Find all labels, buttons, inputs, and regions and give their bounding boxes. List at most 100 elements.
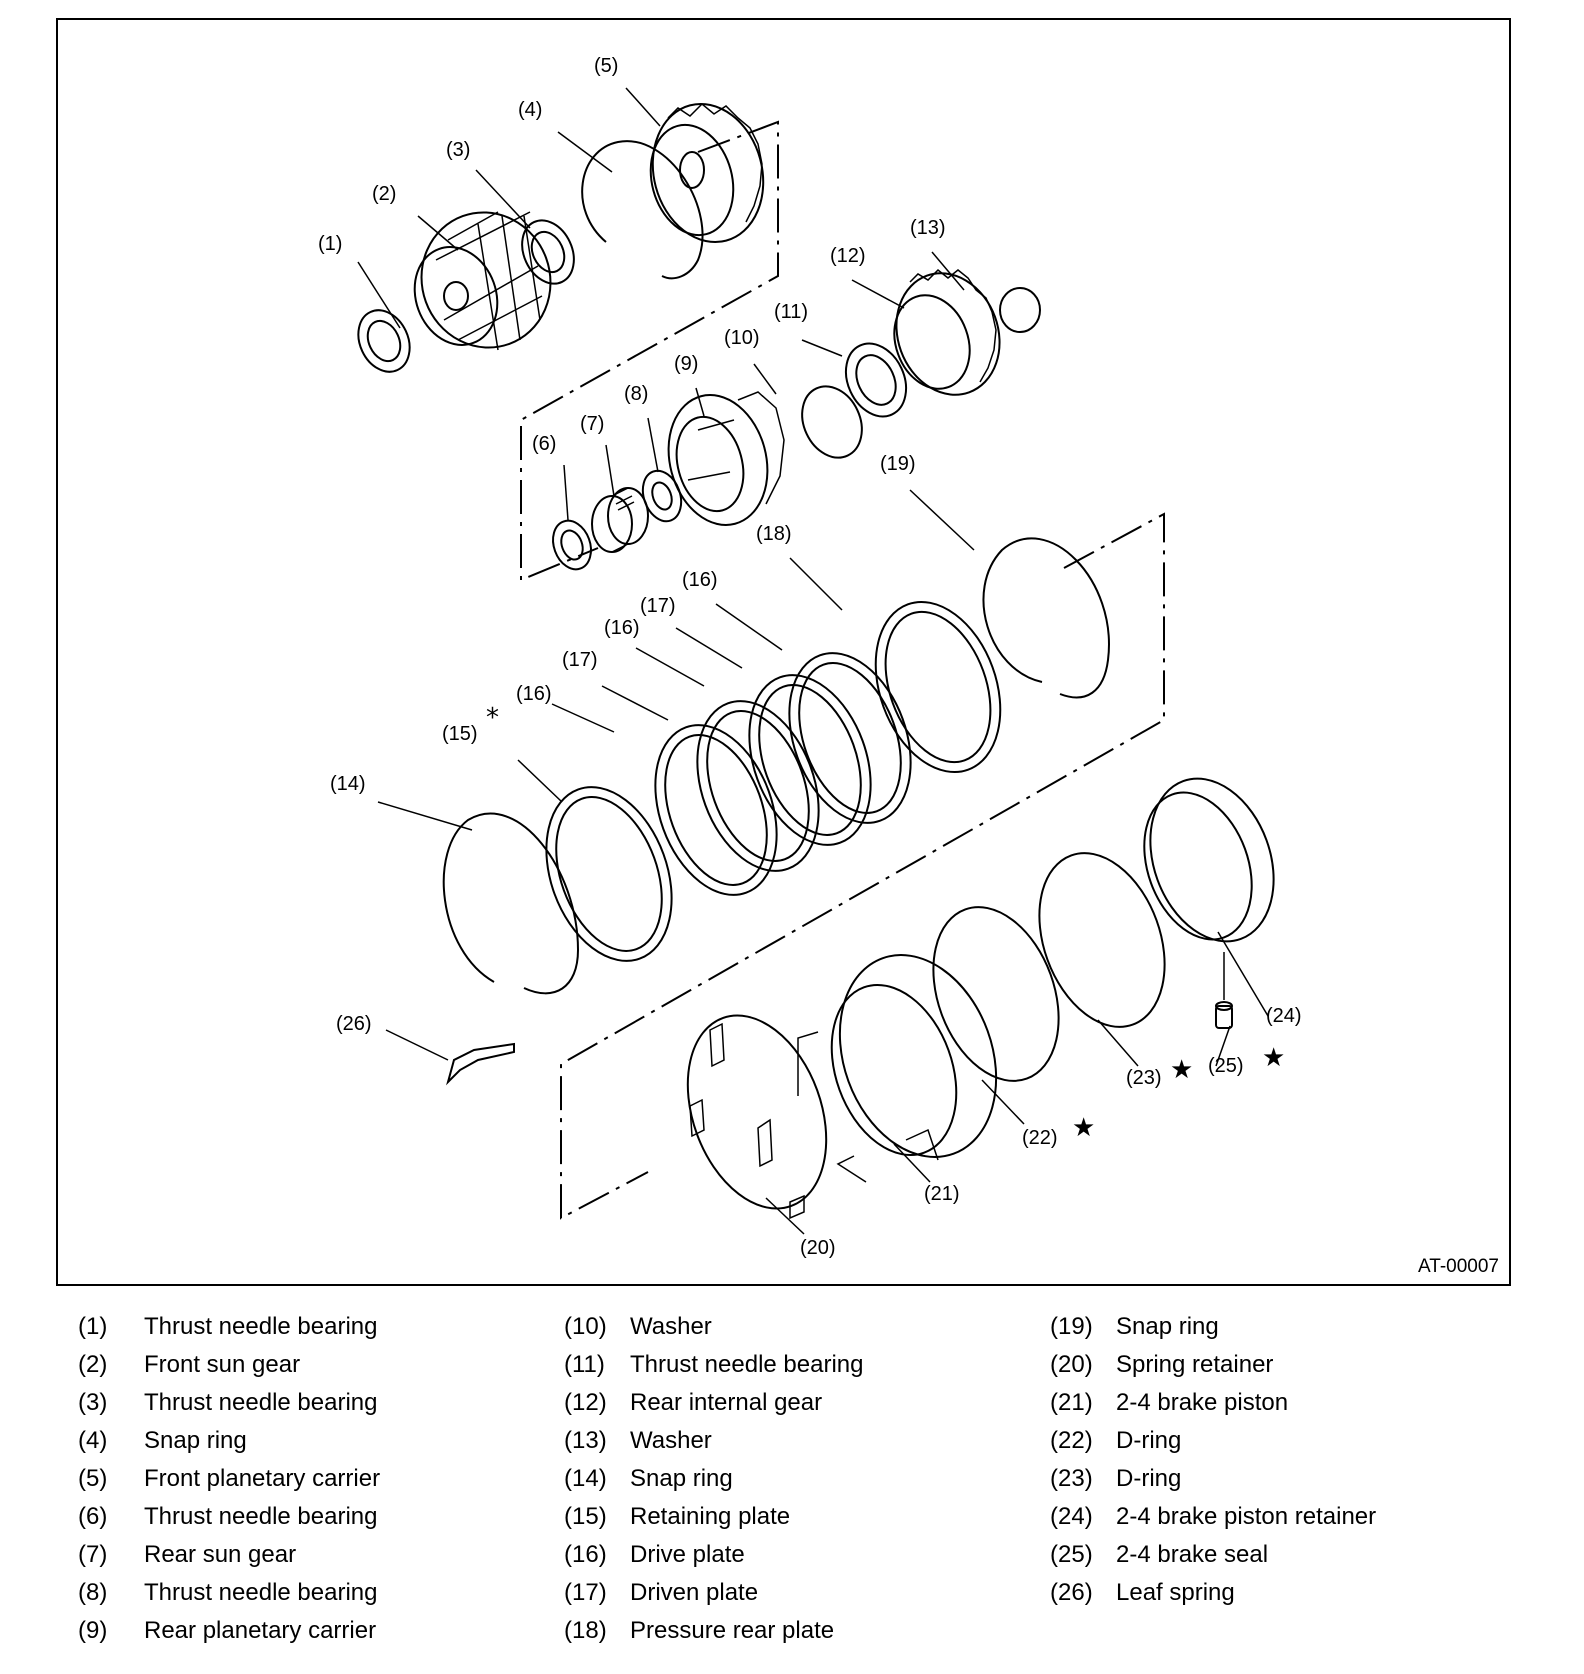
rear-planetary-carrier-9 — [667, 391, 785, 526]
legend-item-label: Spring retainer — [1116, 1351, 1274, 1378]
callout-3: (3) — [446, 139, 470, 161]
callout-26: (26) — [336, 1013, 372, 1035]
snap-ring-4 — [581, 140, 704, 280]
d-ring-22 — [932, 906, 1060, 1082]
legend-item-label: D-ring — [1116, 1427, 1182, 1454]
legend-item-number: (4) — [78, 1427, 108, 1454]
legend-item-number: (21) — [1050, 1389, 1093, 1416]
brake-piston-21 — [797, 954, 998, 1183]
legend-item-label: 2-4 brake seal — [1116, 1541, 1269, 1568]
legend-column-1: (1)Thrust needle bearing(2)Front sun gea… — [78, 1308, 380, 1650]
legend-item-number: (16) — [564, 1541, 607, 1568]
legend-item-number: (10) — [564, 1313, 607, 1340]
legend-item-label: Driven plate — [630, 1579, 759, 1606]
legend-item-number: (7) — [78, 1541, 108, 1568]
star-mark-25: ★ — [1262, 1043, 1285, 1073]
legend-item: (18) Pressure rear plate — [564, 1612, 863, 1650]
legend-item-label: D-ring — [1116, 1465, 1182, 1492]
legend-item: (10) Washer — [564, 1308, 863, 1346]
legend-item: (24)2-4 brake piston retainer — [1050, 1498, 1376, 1536]
callout-15: (15) — [442, 723, 478, 745]
legend-item: (14) Snap ring — [564, 1460, 863, 1498]
pressure-rear-plate-18 — [874, 600, 1002, 774]
legend-item: (8) Thrust needle bearing — [78, 1574, 380, 1612]
parts-legend: (1)Thrust needle bearing(2)Front sun gea… — [78, 1308, 1538, 1648]
callout-4: (4) — [518, 99, 542, 121]
legend-item: (15)Retaining plate — [564, 1498, 863, 1536]
thrust-needle-bearing-1 — [357, 309, 411, 373]
legend-item-label: Thrust needle bearing — [144, 1579, 378, 1606]
legend-item: (12) Rear internal gear — [564, 1384, 863, 1422]
legend-item-number: (6) — [78, 1503, 108, 1530]
legend-item-number: (14) — [564, 1465, 607, 1492]
legend-item-number: (22) — [1050, 1427, 1093, 1454]
callout-14: (14) — [330, 773, 366, 795]
legend-item-label: Washer — [630, 1313, 712, 1340]
legend-item: (21) 2-4 brake piston — [1050, 1384, 1376, 1422]
clutch-pack-outline — [560, 512, 1165, 1220]
callout-10: (10) — [724, 327, 760, 349]
legend-item-number: (26) — [1050, 1579, 1093, 1606]
legend-item: (25)2-4 brake seal — [1050, 1536, 1376, 1574]
callout-20: (20) — [800, 1237, 836, 1259]
legend-item-number: (13) — [564, 1427, 607, 1454]
legend-item-label: Snap ring — [144, 1427, 247, 1454]
callout-17-b: (17) — [640, 595, 676, 617]
legend-item-label: Pressure rear plate — [630, 1617, 835, 1644]
legend-item: (6) Thrust needle bearing — [78, 1498, 380, 1536]
legend-item: (19)Snap ring — [1050, 1308, 1376, 1346]
washer-10 — [801, 385, 863, 459]
legend-item-label: Rear internal gear — [630, 1389, 823, 1416]
legend-item-number: (23) — [1050, 1465, 1093, 1492]
front-planetary-carrier-5 — [649, 102, 765, 244]
star-mark-23: ★ — [1170, 1055, 1193, 1085]
legend-item-number: (20) — [1050, 1351, 1093, 1378]
legend-item-number: (2) — [78, 1351, 108, 1378]
symbol-marks: * ★ ★ ★ — [486, 703, 1285, 1143]
callout-17-a: (17) — [562, 649, 598, 671]
legend-item: (17) Driven plate — [564, 1574, 863, 1612]
legend-item-label: 2-4 brake piston — [1116, 1389, 1289, 1416]
callout-9: (9) — [674, 353, 698, 375]
legend-item-number: (12) — [564, 1389, 607, 1416]
clutch-plates-16-17 — [654, 652, 912, 896]
legend-item: (4) Snap ring — [78, 1422, 380, 1460]
callout-labels: (1) (2) (3) (4) (5) (6) (7) (8) (9) (10)… — [318, 55, 1302, 1259]
legend-item-label: Thrust needle bearing — [630, 1351, 864, 1378]
callout-23: (23) — [1126, 1067, 1162, 1089]
legend-item-number: (1) — [78, 1313, 108, 1340]
legend-item: (7)Rear sun gear — [78, 1536, 380, 1574]
rear-sun-gear-7 — [591, 487, 649, 553]
legend-item-label: Front planetary carrier — [144, 1465, 381, 1492]
leader-lines — [357, 87, 1269, 1235]
legend-item-number: (15) — [564, 1503, 607, 1530]
legend-item-label: Leaf spring — [1116, 1579, 1235, 1606]
leaf-spring-26 — [446, 1042, 515, 1086]
callout-19: (19) — [880, 453, 916, 475]
legend-item: (13)Washer — [564, 1422, 863, 1460]
legend-item: (22) D-ring — [1050, 1422, 1376, 1460]
legend-item: (5)Front planetary carrier — [78, 1460, 380, 1498]
thrust-needle-bearing-11 — [844, 342, 908, 418]
legend-item: (9)Rear planetary carrier — [78, 1612, 380, 1650]
callout-1: (1) — [318, 233, 342, 255]
callout-24: (24) — [1266, 1005, 1302, 1027]
snap-ring-19 — [982, 537, 1110, 699]
callout-8: (8) — [624, 383, 648, 405]
legend-item: (1)Thrust needle bearing — [78, 1308, 380, 1346]
callout-16-a: (16) — [516, 683, 552, 705]
callout-25: (25) — [1208, 1055, 1244, 1077]
legend-item-number: (8) — [78, 1579, 108, 1606]
legend-item-label: Thrust needle bearing — [144, 1503, 378, 1530]
legend-item-number: (9) — [78, 1617, 108, 1644]
legend-item-number: (18) — [564, 1617, 607, 1644]
d-ring-23 — [1038, 852, 1166, 1028]
star-mark-22: ★ — [1072, 1113, 1095, 1143]
asterisk-mark-15: * — [486, 703, 499, 733]
legend-item-label: 2-4 brake piston retainer — [1116, 1503, 1377, 1530]
legend-item: (3)Thrust needle bearing — [78, 1384, 380, 1422]
legend-item-label: Snap ring — [630, 1465, 733, 1492]
legend-item-number: (17) — [564, 1579, 607, 1606]
callout-11: (11) — [774, 301, 808, 323]
callout-16-c: (16) — [682, 569, 718, 591]
